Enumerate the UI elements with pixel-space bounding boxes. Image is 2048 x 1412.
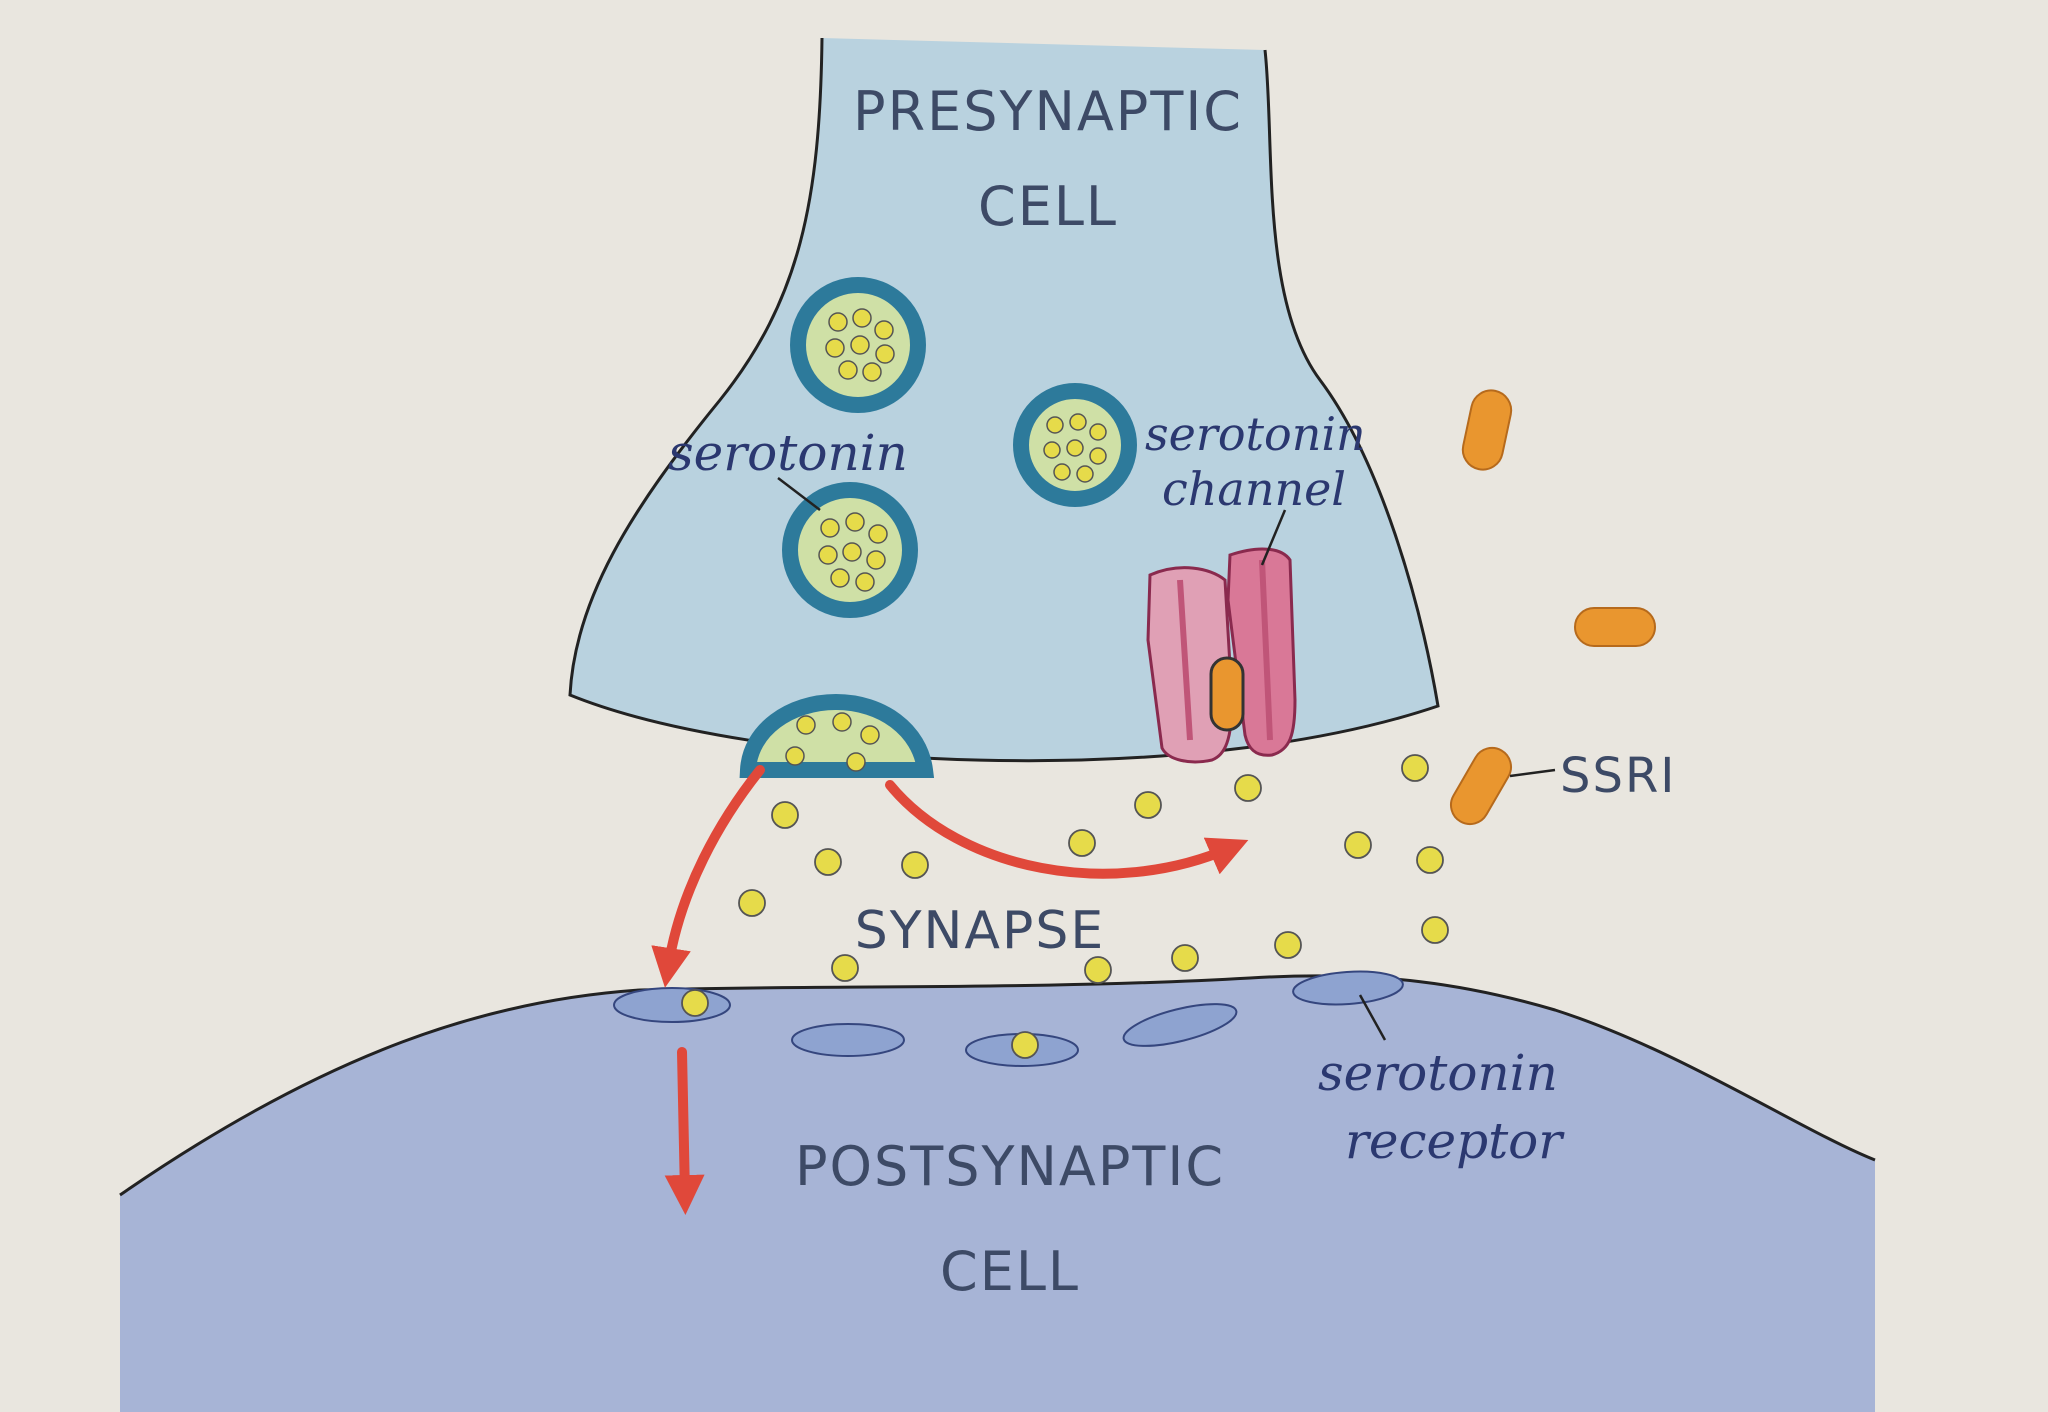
receptor-leader-line bbox=[1358, 994, 1387, 1041]
presynaptic-label-line2: CELL bbox=[978, 175, 1118, 238]
postsynaptic-label-line1: POSTSYNAPTIC bbox=[795, 1135, 1225, 1198]
presynaptic-membrane bbox=[568, 37, 1440, 763]
postsynaptic-label-line2: CELL bbox=[940, 1240, 1080, 1303]
serotonin-leader-line bbox=[777, 477, 821, 511]
postsynaptic-cell bbox=[120, 975, 1875, 1412]
vesicle-1 bbox=[790, 277, 926, 413]
presynaptic-label-line1: PRESYNAPTIC bbox=[853, 80, 1243, 143]
presynaptic-cell bbox=[570, 38, 1438, 761]
reuptake-arrow bbox=[885, 780, 1249, 879]
channel-label-line2: channel bbox=[1162, 462, 1346, 516]
synaptic-serotonin bbox=[738, 754, 1449, 984]
vesicle-3 bbox=[782, 482, 918, 618]
serotonin-receptors bbox=[613, 970, 1404, 1067]
serotonin-label: serotonin bbox=[668, 424, 908, 482]
ssri-molecules bbox=[1450, 389, 1656, 826]
postsynaptic-membrane bbox=[119, 974, 1876, 1197]
ssri-label: SSRI bbox=[1560, 748, 1676, 804]
channel-leader-line bbox=[1260, 509, 1287, 566]
receptor-label-line2: receptor bbox=[1345, 1112, 1565, 1170]
ssri-leader-line bbox=[1509, 768, 1556, 778]
vesicle-fusing bbox=[739, 693, 935, 778]
signal-arrow bbox=[664, 1047, 705, 1215]
synapse-label: SYNAPSE bbox=[855, 901, 1105, 961]
vesicle-2 bbox=[1013, 383, 1137, 507]
bound-serotonin bbox=[681, 989, 1039, 1059]
serotonin-channel bbox=[1146, 547, 1297, 764]
release-arrow bbox=[651, 765, 765, 988]
channel-label-line1: serotonin bbox=[1145, 407, 1366, 461]
receptor-label-line1: serotonin bbox=[1318, 1044, 1558, 1102]
